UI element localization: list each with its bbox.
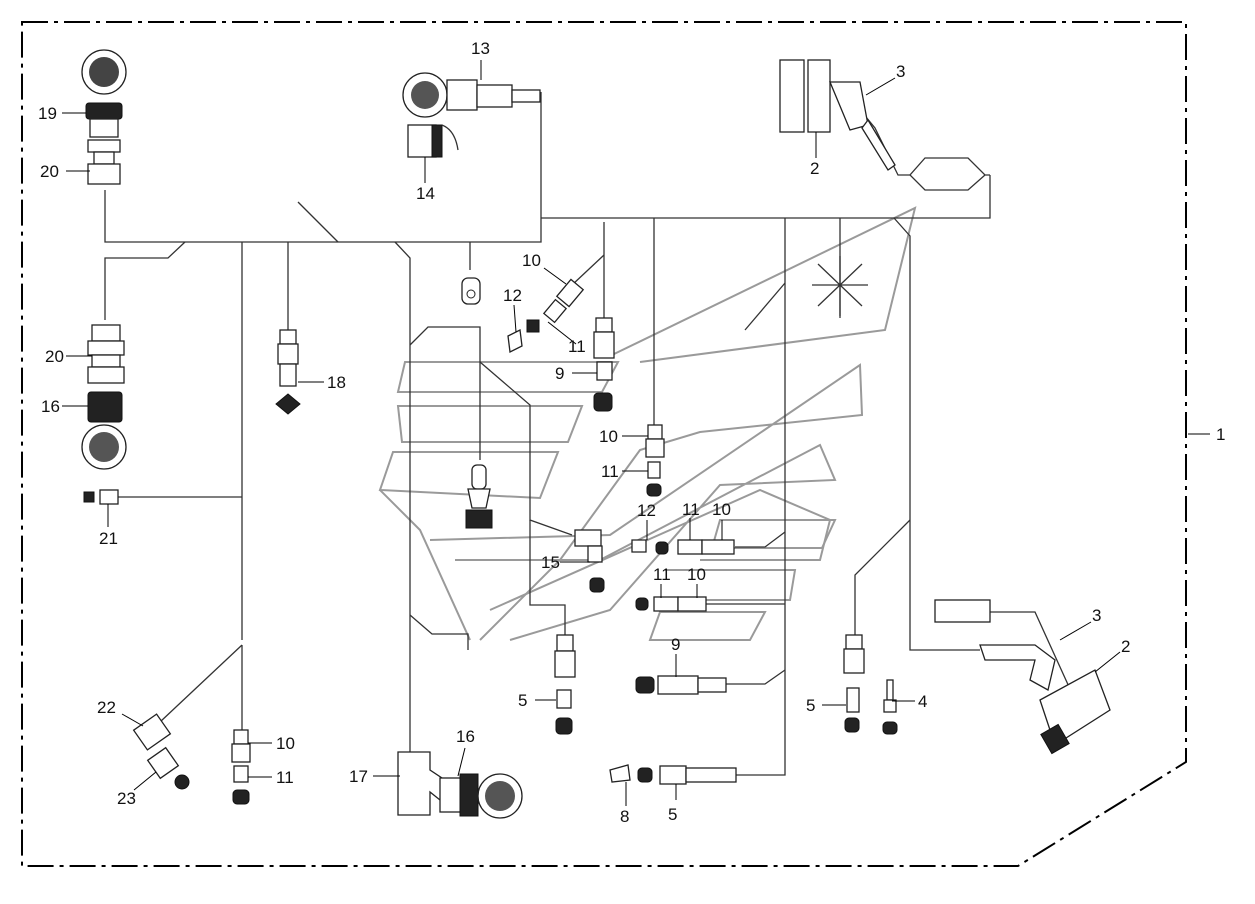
component-12-clip-top [507, 329, 523, 353]
callout-22: 22 [97, 698, 116, 717]
component-14-cap [407, 124, 459, 158]
callout-labels: 1 19 20 20 16 21 18 13 14 10 12 11 9 10 … [38, 39, 1225, 826]
callout-23: 23 [117, 789, 136, 808]
callout-18: 18 [327, 373, 346, 392]
component-5-connector-center [554, 634, 576, 735]
callout-3-top: 3 [896, 62, 905, 81]
chassis-outline [378, 206, 917, 641]
callout-11-lower-left: 11 [276, 768, 294, 787]
callout-17: 17 [349, 767, 368, 786]
callout-1: 1 [1216, 425, 1225, 444]
component-21-terminal [83, 489, 119, 505]
component-10-11-middle [645, 424, 665, 497]
callout-21: 21 [99, 529, 118, 548]
component-13-connector [402, 72, 541, 118]
callout-10-top: 10 [522, 251, 541, 270]
component-16-17-bottom-connector [397, 751, 523, 819]
component-20-adapter-left [87, 324, 125, 384]
component-20-adapter-top [87, 139, 121, 185]
callout-leaders [62, 60, 1210, 806]
callout-13: 13 [471, 39, 490, 58]
callout-11-row1: 11 [682, 500, 700, 519]
callout-14: 14 [416, 184, 435, 203]
component-10-11-row2 [635, 596, 707, 612]
component-4-terminal [882, 679, 898, 735]
harness-boundary [21, 21, 1187, 867]
callout-16-bottom: 16 [456, 727, 475, 746]
callout-11-top: 11 [568, 337, 586, 356]
component-22-23-sensor [132, 713, 190, 790]
component-16-connector-left [81, 391, 127, 470]
component-15-connector [574, 529, 605, 593]
callout-4: 4 [918, 692, 927, 711]
callout-10-row2: 10 [687, 565, 706, 584]
callout-12-top: 12 [503, 286, 522, 305]
component-5-8-bottom [609, 764, 737, 785]
callout-10-lower-left: 10 [276, 734, 295, 753]
callout-3-bottom: 3 [1092, 606, 1101, 625]
callout-15: 15 [541, 553, 560, 572]
center-sensor [465, 464, 493, 529]
callout-20-left: 20 [45, 347, 64, 366]
component-10-11-12-row1 [631, 539, 735, 555]
callout-8: 8 [620, 807, 629, 826]
callout-11-middle: 11 [601, 462, 619, 481]
component-9-connector-top [593, 317, 615, 412]
callout-10-row1: 10 [712, 500, 731, 519]
component-2-3-bottom-right [934, 599, 1111, 755]
callout-20-top: 20 [40, 162, 59, 181]
component-19-connector [81, 49, 127, 138]
callout-16-left: 16 [41, 397, 60, 416]
component-10-11-lower-left [231, 729, 251, 805]
callout-9-top: 9 [555, 364, 564, 383]
component-10-fuse-holder-top [526, 278, 585, 333]
component-5-connector-right [843, 634, 865, 733]
callout-2-bottom: 2 [1121, 637, 1130, 656]
callout-2-top: 2 [810, 159, 819, 178]
callout-12-middle: 12 [637, 501, 656, 520]
callout-10-middle: 10 [599, 427, 618, 446]
harness-wires [104, 82, 1076, 776]
callout-9-lower: 9 [671, 635, 680, 654]
component-9-connector-lower [635, 675, 727, 695]
component-18-connector [275, 329, 301, 415]
callout-11-row2: 11 [653, 565, 671, 584]
component-2-3-top-right [779, 59, 896, 171]
callout-5-right: 5 [806, 696, 815, 715]
ground-lug [461, 277, 481, 305]
callout-5-bottom: 5 [668, 805, 677, 824]
callout-5-center: 5 [518, 691, 527, 710]
callout-19: 19 [38, 104, 57, 123]
